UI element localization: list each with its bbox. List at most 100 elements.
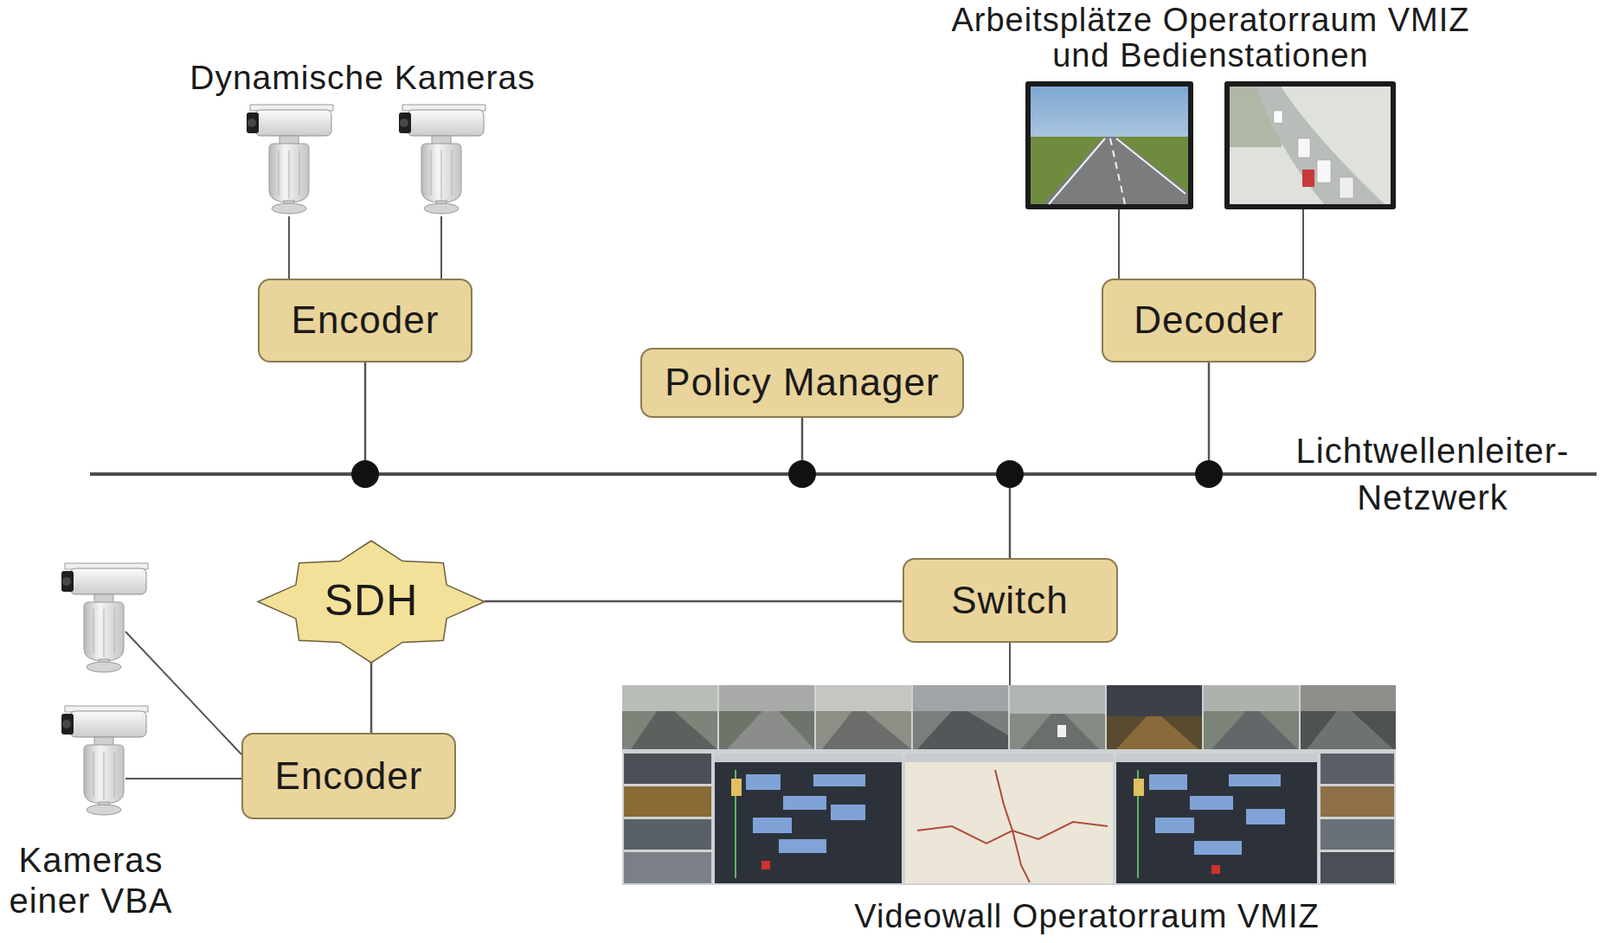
videowall-image <box>623 753 712 784</box>
monitor-screen <box>1030 86 1189 205</box>
videowall-image <box>1009 685 1106 750</box>
label-slot: Kameras einer VBA <box>0 840 182 922</box>
videowall-image <box>726 711 815 750</box>
wire <box>288 216 290 279</box>
videowall-image <box>1133 778 1144 797</box>
monitor-screen <box>1317 160 1331 183</box>
videowall-image <box>1320 753 1395 784</box>
videowall-image <box>816 711 912 750</box>
monitor-screen <box>1025 81 1194 210</box>
videowall-image <box>1057 725 1067 738</box>
videowall-image <box>761 861 771 870</box>
videowall-image <box>1106 685 1202 750</box>
sdh-burst: SDH <box>257 540 485 663</box>
camera-icon <box>61 104 486 816</box>
node-label: Encoder <box>275 754 424 799</box>
videowall-image <box>623 819 712 850</box>
videowall-image <box>622 685 1396 886</box>
node-label: Encoder <box>291 298 440 343</box>
wire <box>1008 642 1011 686</box>
connector-line <box>370 662 373 734</box>
videowall-image <box>912 711 1009 750</box>
videowall-image <box>905 753 1113 884</box>
videowall-image <box>822 711 912 750</box>
node-label: Lichtwellenleiter- Netzwerk <box>1283 427 1582 521</box>
label-slot: Arbeitsplätze Operatorraum VMIZ und Bedi… <box>929 2 1492 74</box>
videowall-image <box>1300 685 1396 750</box>
node-label: Switch <box>951 578 1069 624</box>
monitor-screen <box>1297 138 1311 158</box>
monitor-screen <box>1224 81 1396 210</box>
monitor-screen <box>1042 136 1189 205</box>
videowall-image <box>1320 786 1395 817</box>
videowall-image <box>995 770 1030 883</box>
monitor-screen <box>1048 138 1106 205</box>
encoder-box: Encoder <box>257 278 473 363</box>
videowall-image <box>778 839 827 854</box>
videowall-image <box>1211 711 1298 750</box>
camera-icon <box>246 104 334 214</box>
videowall-image <box>783 796 827 810</box>
videowall-image <box>622 685 718 750</box>
switch-box: Switch <box>902 558 1119 643</box>
monitor-screen <box>1256 86 1385 205</box>
starburst-outline <box>257 540 485 663</box>
junction-dot <box>1195 460 1223 489</box>
camera-icon <box>61 706 148 816</box>
connector-line <box>364 362 367 474</box>
videowall-image <box>714 753 902 763</box>
videowall-label: Videowall Operatorraum VMIZ <box>827 898 1347 935</box>
decoder-box: Decoder <box>1101 278 1317 363</box>
videowall-image <box>1116 753 1318 884</box>
node-label: SDH <box>324 576 419 627</box>
encoder-box: Encoder <box>241 732 457 820</box>
videowall-image <box>917 711 1009 750</box>
videowall-image <box>1211 865 1221 874</box>
videowall-image <box>1194 841 1242 855</box>
videowall-image <box>622 685 1396 886</box>
videowall-image <box>719 711 815 750</box>
monitor-screen <box>1273 110 1283 123</box>
node-label: Policy Manager <box>664 360 939 405</box>
videowall-image <box>905 753 1113 763</box>
videowall-image <box>714 753 902 884</box>
videowall-image <box>1300 711 1396 750</box>
monitor-screen <box>1302 169 1315 187</box>
videowall-image <box>830 804 866 821</box>
wire <box>125 777 242 780</box>
monitor-screen <box>1339 177 1354 199</box>
videowall-image <box>1116 716 1199 750</box>
videowall-image <box>1155 817 1195 834</box>
videowall-image <box>622 711 718 750</box>
monitor-screen <box>1110 138 1125 205</box>
junction-dot <box>788 460 817 489</box>
videowall-image <box>623 786 712 817</box>
videowall-image <box>752 817 792 834</box>
videowall-image <box>912 685 1009 750</box>
label-slot: Dynamische Kameras <box>172 57 553 97</box>
camera-icon <box>61 563 148 673</box>
label-slot: Videowall Operatorraum VMIZ <box>827 898 1347 935</box>
videowall-image <box>1320 819 1395 850</box>
monitor-screen <box>1224 81 1396 210</box>
junction-dot <box>351 460 380 489</box>
videowall-image <box>719 685 815 750</box>
camera-group-label: Kameras einer VBA <box>0 840 182 922</box>
videowall-image <box>1306 711 1394 750</box>
videowall-image <box>1246 809 1286 825</box>
connector-line <box>1008 475 1012 559</box>
policy-manager-box: Policy Manager <box>640 347 964 418</box>
videowall-image <box>1228 774 1281 787</box>
videowall-image <box>731 778 742 797</box>
videowall-image <box>1203 685 1299 750</box>
videowall-image <box>1009 713 1106 750</box>
node-label: Decoder <box>1133 298 1284 343</box>
workstation-label: Arbeitsplätze Operatorraum VMIZ und Bedi… <box>929 2 1492 74</box>
videowall-image <box>630 711 718 750</box>
junction-dot <box>995 460 1024 489</box>
videowall-image <box>1203 711 1299 750</box>
videowall-image <box>1021 713 1099 750</box>
videowall-image <box>623 852 712 884</box>
